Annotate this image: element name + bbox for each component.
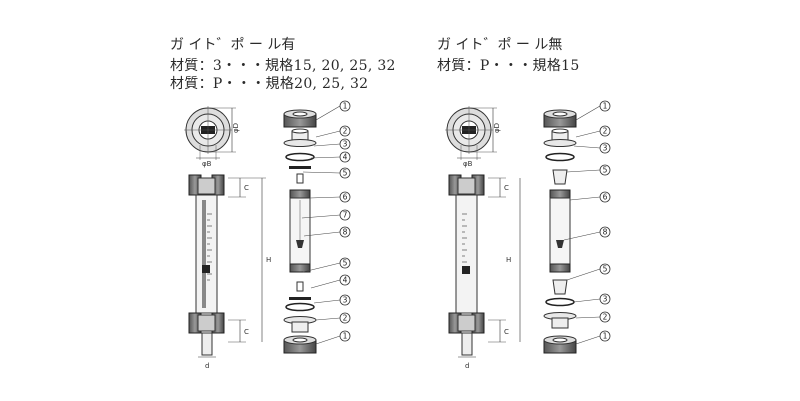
left-spec-2: 材質：P・・・規格20, 25, 32 <box>170 76 369 92</box>
callout-number: 2 <box>603 127 608 136</box>
callout-leader <box>301 214 341 219</box>
callout-circle <box>599 226 611 238</box>
callout-number: 1 <box>603 102 608 111</box>
right-top-dim-B: φB <box>463 160 473 168</box>
callout-leader <box>573 145 601 149</box>
right-side-dim-C-bottom: C <box>504 328 509 336</box>
callout-circle <box>599 164 611 176</box>
callout-circle <box>339 312 351 324</box>
callout-circle <box>599 330 611 342</box>
right-side-dim-d: d <box>465 362 469 370</box>
right-side-view: C H C d <box>448 174 521 370</box>
callout-leader <box>302 171 341 174</box>
left-top-dim-B: φB <box>202 160 212 168</box>
left-side-dim-d: d <box>205 362 209 370</box>
right-title: ガ イト゛ポ ー ル無 <box>437 37 563 53</box>
left-exploded-parts <box>283 109 317 354</box>
callout-circle <box>339 330 351 342</box>
left-title: ガ イト゛ポ ー ル有 <box>170 37 296 53</box>
callout-number: 6 <box>343 193 348 202</box>
callout-circle <box>339 191 351 203</box>
callout-number: 2 <box>343 127 348 136</box>
left-part-callouts: 1 2 3 4 5 6 7 8 5 4 3 2 1 <box>301 100 351 345</box>
callout-circle <box>599 142 611 154</box>
callout-leader <box>563 231 601 241</box>
right-top-view: φD φB <box>445 106 501 168</box>
left-top-view: φD φB <box>184 106 240 168</box>
callout-number: 3 <box>343 296 348 305</box>
right-spec-1: 材質：P・・・規格15 <box>437 58 580 74</box>
callout-number: 7 <box>343 211 348 220</box>
callout-number: 2 <box>603 313 608 322</box>
callout-circle <box>339 125 351 137</box>
callout-number: 1 <box>343 102 348 111</box>
left-spec-1: 材質：3・・・規格15, 20, 25, 32 <box>170 58 396 74</box>
callout-circle <box>339 138 351 150</box>
callout-leader <box>310 156 341 159</box>
callout-circle <box>339 226 351 238</box>
callout-circle <box>599 293 611 305</box>
callout-number: 1 <box>343 332 348 341</box>
callout-number: 4 <box>343 153 348 162</box>
callout-number: 6 <box>603 193 608 202</box>
callout-number: 8 <box>343 228 348 237</box>
left-side-dim-C-top: C <box>244 184 249 192</box>
callout-number: 3 <box>343 140 348 149</box>
callout-leader <box>566 268 601 281</box>
left-side-dim-C-bottom: C <box>244 328 249 336</box>
callout-leader <box>315 335 341 345</box>
callout-number: 3 <box>603 144 608 153</box>
callout-number: 3 <box>603 295 608 304</box>
callout-leader <box>309 196 341 199</box>
callout-leader <box>573 298 601 303</box>
callout-leader <box>315 130 341 138</box>
callout-circle <box>599 125 611 137</box>
callout-number: 8 <box>603 228 608 237</box>
right-side-dim-H: H <box>506 256 511 264</box>
callout-circle <box>599 100 611 112</box>
callout-leader <box>575 130 601 138</box>
callout-leader <box>313 143 341 147</box>
callout-circle <box>339 167 351 179</box>
callout-leader <box>313 299 341 304</box>
callout-leader <box>315 105 341 121</box>
right-top-dim-D: φD <box>493 123 501 133</box>
callout-circle <box>339 294 351 306</box>
callout-number: 4 <box>343 276 348 285</box>
callout-leader <box>569 196 601 201</box>
callout-number: 5 <box>603 265 608 274</box>
callout-leader <box>302 262 341 273</box>
callout-circle <box>599 263 611 275</box>
callout-number: 5 <box>343 259 348 268</box>
right-exploded-parts <box>543 109 577 354</box>
callout-circle <box>339 274 351 286</box>
callout-circle <box>339 257 351 269</box>
callout-leader <box>315 317 341 321</box>
callout-number: 5 <box>343 169 348 178</box>
callout-leader <box>575 105 601 121</box>
callout-number: 5 <box>603 166 608 175</box>
callout-leader <box>303 231 341 237</box>
callout-circle <box>339 100 351 112</box>
callout-circle <box>339 209 351 221</box>
callout-leader <box>575 316 601 319</box>
callout-circle <box>599 191 611 203</box>
callout-leader <box>566 169 601 173</box>
left-side-dim-H: H <box>266 256 271 264</box>
right-part-callouts: 1 2 3 5 6 8 5 3 2 1 <box>563 100 611 345</box>
callout-circle <box>339 151 351 163</box>
left-side-view: C H C d <box>188 174 271 370</box>
callout-leader <box>310 279 341 289</box>
callout-leader <box>575 335 601 345</box>
callout-circle <box>599 311 611 323</box>
callout-number: 2 <box>343 314 348 323</box>
right-side-dim-C-top: C <box>504 184 509 192</box>
callout-number: 1 <box>603 332 608 341</box>
left-top-dim-D: φD <box>232 123 240 133</box>
